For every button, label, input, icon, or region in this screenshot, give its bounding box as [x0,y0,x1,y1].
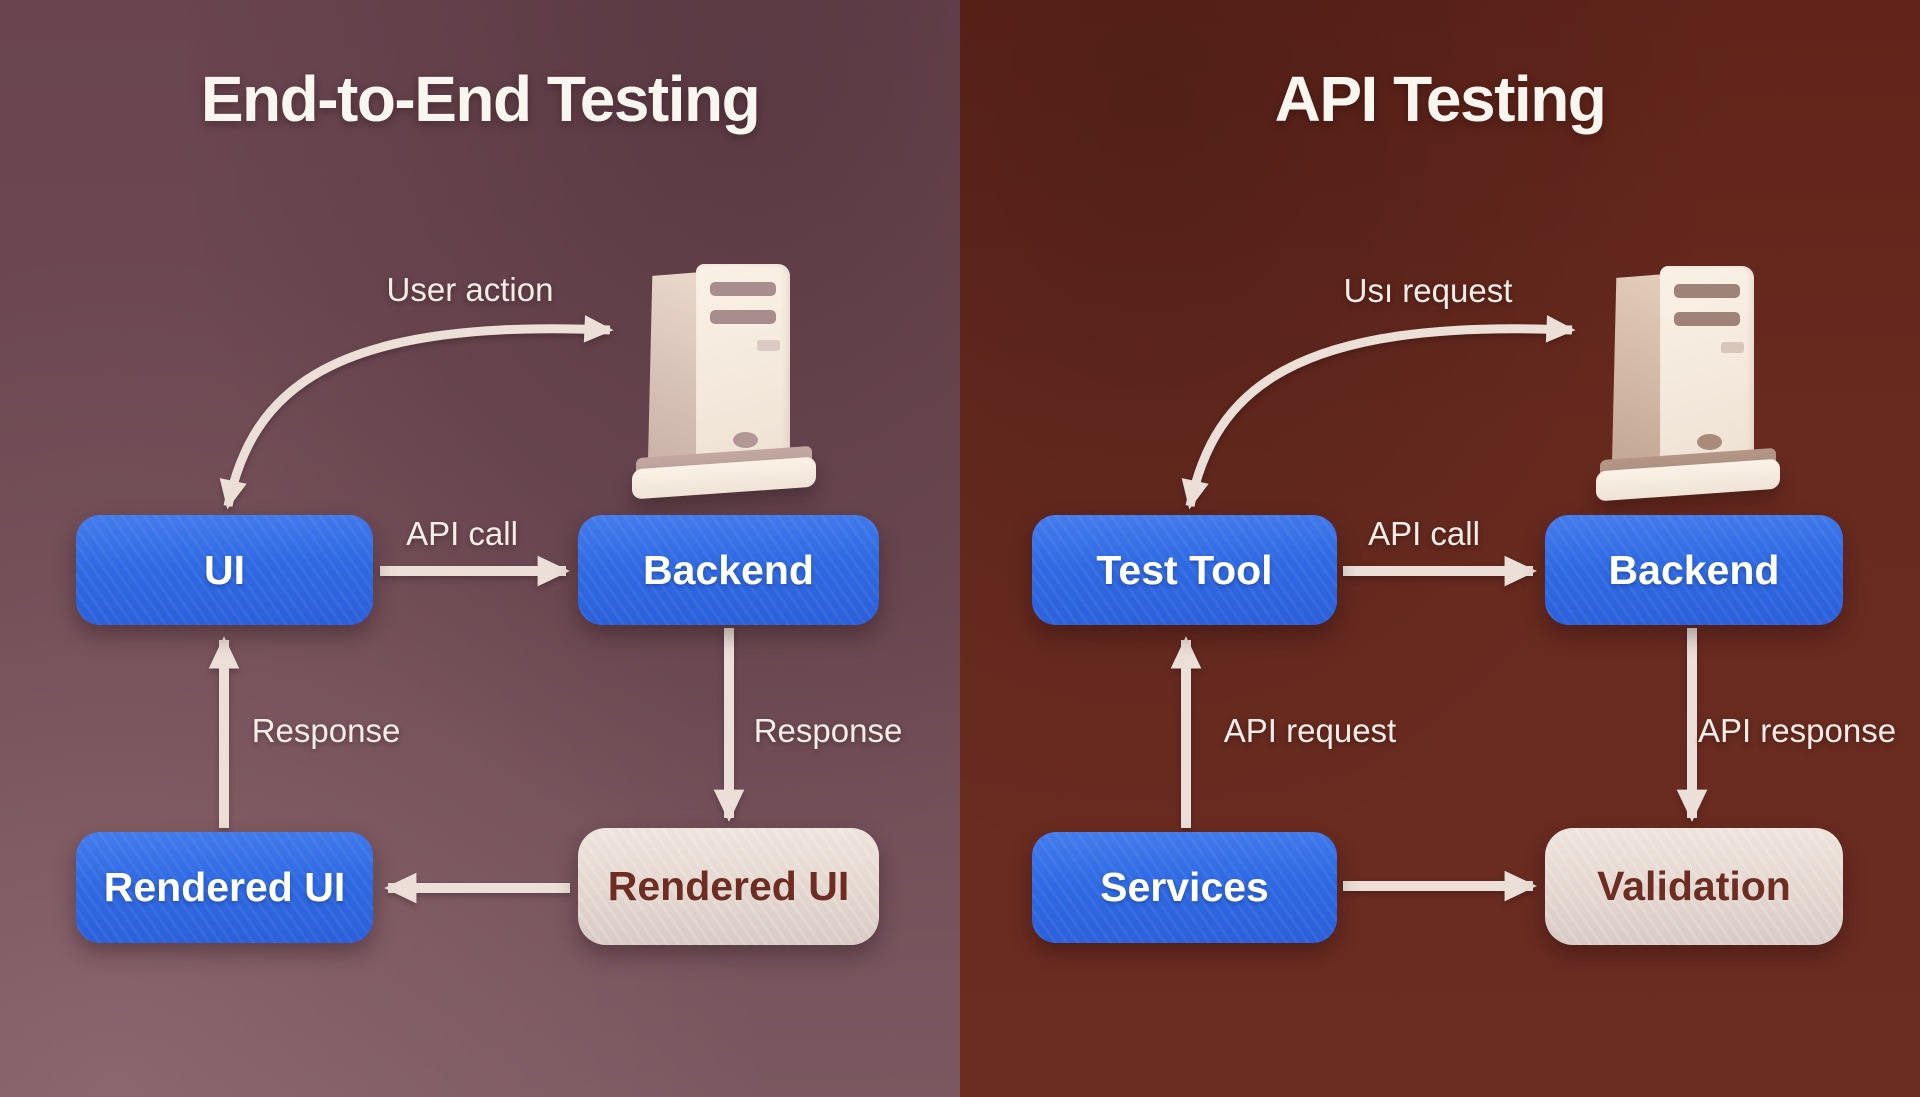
node-validation: Validation [1545,828,1843,945]
server-drive-slot [710,282,776,296]
edge-label-api-call-left: API call [406,515,518,552]
server-power-button [733,432,758,448]
server-vent [757,340,780,351]
edge-label-response-right: Response [753,712,903,749]
e2e-title: End-to-End Testing [200,63,761,135]
server-drive-slot [710,310,776,324]
edge-label-response-left: Response [251,712,401,749]
node-rendered-ui-cream: Rendered UI [578,828,879,945]
node-ui: UI [76,515,373,625]
edge-label-api-request: API request [1223,712,1397,749]
node-rendered-ui-blue: Rendered UI [76,832,373,943]
node-validation-label: Validation [1597,863,1791,909]
server-tower-icon [1596,266,1782,502]
node-test-tool: Test Tool [1032,515,1337,625]
server-side-panel [648,272,702,466]
node-backend-right-label: Backend [1608,546,1780,593]
node-services-label: Services [1100,864,1269,910]
edge-label-user-action: User action [386,271,554,308]
server-drive-slot [1674,284,1740,298]
node-rendered-ui-cream-label: Rendered UI [607,863,850,909]
node-backend-left-label: Backend [643,546,814,593]
node-services: Services [1032,832,1337,943]
node-backend-right: Backend [1545,515,1843,625]
node-backend-left: Backend [578,515,879,625]
server-power-button [1697,434,1722,450]
server-front-panel [696,264,790,470]
server-front-panel [1660,266,1754,472]
node-rendered-ui-blue-label: Rendered UI [103,864,346,910]
api-title: API Testing [1274,63,1607,135]
edge-label-user-request: Usı request [1343,272,1513,309]
server-drive-slot [1674,312,1740,326]
edge-label-api-response: API response [1697,712,1897,749]
server-tower-icon [632,264,818,500]
node-test-tool-label: Test Tool [1096,546,1273,593]
edge-label-api-call-right: API call [1368,515,1480,552]
server-side-panel [1612,274,1666,468]
server-vent [1721,342,1744,353]
node-ui-label: UI [204,546,245,593]
